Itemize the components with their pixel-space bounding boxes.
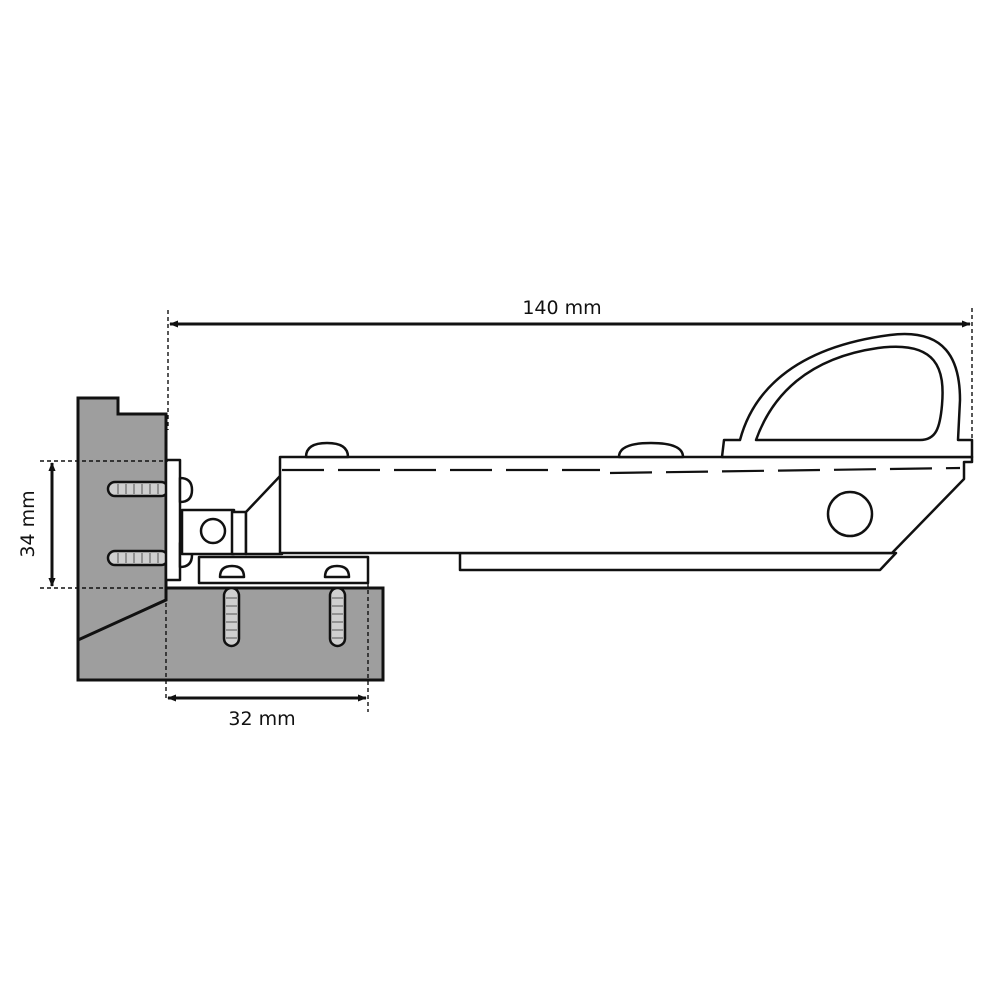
arm-hidden-lines xyxy=(282,466,961,475)
pivot-pin xyxy=(199,517,227,545)
door-screw-right xyxy=(328,586,347,648)
dimension-length: 140 mm xyxy=(167,297,973,440)
release-lever-opening xyxy=(754,345,944,442)
arm-screw-head-right xyxy=(617,441,685,459)
mounting-plate xyxy=(164,458,182,582)
adjustment-hole xyxy=(826,490,874,538)
cabinet-wood-block xyxy=(76,396,385,700)
dimension-height: 34 mm xyxy=(17,460,168,589)
screw-lower xyxy=(106,549,170,567)
plate-rivet-upper xyxy=(178,476,194,504)
hinge-link xyxy=(244,472,284,556)
knuckle-collar xyxy=(230,510,248,556)
length-label: 140 mm xyxy=(522,297,601,319)
hinge-assembly xyxy=(164,332,974,585)
base-screw-head-left xyxy=(218,564,246,579)
arm-screw-head-left xyxy=(304,441,350,459)
door-screws xyxy=(222,586,347,648)
door-screw-left xyxy=(222,586,241,648)
cabinet-side-panel xyxy=(76,396,168,642)
height-label: 34 mm xyxy=(17,490,39,557)
depth-label: 32 mm xyxy=(228,708,295,730)
base-screw-head-right xyxy=(323,564,351,579)
dimension-depth: 32 mm xyxy=(167,583,369,730)
screw-upper xyxy=(106,480,170,498)
arm-lower-rail xyxy=(458,551,898,572)
